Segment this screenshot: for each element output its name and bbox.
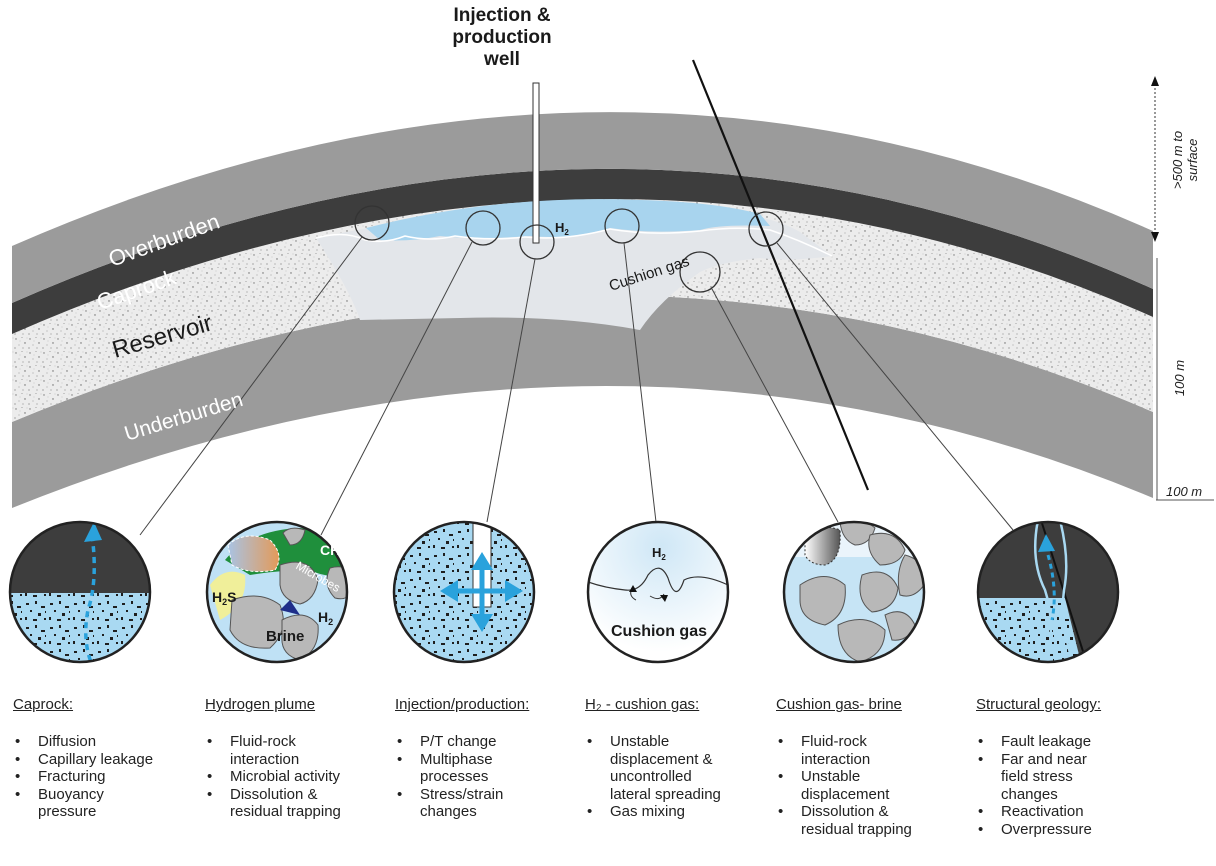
panel-title-cushion-brine: Cushion gas- brine — [776, 696, 902, 713]
panel-item: Multiphase processes — [395, 751, 503, 786]
mixing-arrow-right-icon — [660, 595, 668, 602]
panel-title-injection: Injection/production: — [395, 696, 530, 713]
panel-item: Unstable displacement — [776, 768, 912, 803]
zoom-circle-well — [519, 224, 555, 260]
leader-line-h2-cushion — [623, 242, 657, 523]
overburden-layer — [12, 112, 1153, 303]
circle-border-fault — [976, 520, 1120, 664]
caprock-layer — [12, 168, 1153, 334]
surface-arrow-up-head — [1151, 76, 1159, 86]
leader-line-fault — [776, 242, 1014, 531]
panel-title-h2-cushion: H₂ - cushion gas: — [585, 696, 700, 713]
panel-item: Capillary leakage — [13, 751, 153, 769]
brine-label: Brine — [266, 628, 304, 645]
flow-arrow-down — [471, 614, 493, 632]
circle-border-cushion-brine — [782, 520, 926, 664]
circle-border-plume — [205, 520, 349, 664]
panel-item: P/T change — [395, 733, 503, 751]
circle-border-well — [392, 520, 536, 664]
panel-list-plume: Fluid-rock interaction Microbial activit… — [205, 733, 341, 821]
panel-item: Overpressure — [976, 821, 1092, 839]
panel-list-structural: Fault leakage Far and near field stress … — [976, 733, 1092, 838]
panel-title-structural: Structural geology: — [976, 696, 1102, 713]
circle-h2-cushion-detail — [588, 522, 728, 662]
flow-arrow-left — [440, 580, 458, 602]
zoom-circle-h2-cushion — [604, 208, 640, 244]
surface-arrow-down-head — [1151, 232, 1159, 242]
circle-plume-detail — [207, 522, 347, 662]
panel-item: Stress/strain changes — [395, 786, 503, 821]
panel-list-h2-cushion: Unstable displacement & uncontrolled lat… — [585, 733, 721, 821]
h2-section-label: H2 — [555, 220, 569, 237]
cushion-gas-circle-label: Cushion gas — [611, 623, 707, 640]
leader-line-cushion-brine — [711, 288, 839, 523]
panel-list-injection: P/T change Multiphase processes Stress/s… — [395, 733, 503, 821]
well-caption-line-3: well — [484, 49, 520, 70]
circle-border-caprock — [8, 520, 152, 664]
panel-item: Microbial activity — [205, 768, 341, 786]
circle-caprock-detail — [10, 522, 150, 662]
well-caption: Injection & production well — [422, 5, 582, 71]
flow-arrow-up — [471, 552, 493, 570]
reservoir-layer — [12, 199, 1153, 422]
fault-leak-arrow — [1038, 534, 1055, 552]
circle-cushion-brine-detail — [784, 522, 924, 662]
mixing-arrow-left-icon — [629, 585, 637, 592]
zoom-circle-caprock — [354, 205, 390, 241]
h2-cushion-circle-label: H2 — [652, 545, 666, 562]
horizontal-scale-label: 100 m — [1166, 484, 1202, 499]
panel-item: Dissolution & residual trapping — [776, 803, 912, 838]
leader-line-caprock — [139, 236, 363, 536]
panel-list-cushion-brine: Fluid-rock interaction Unstable displace… — [776, 733, 912, 838]
ch4-label: CH4 — [320, 542, 345, 560]
vertical-scale-label: 100 m — [1172, 360, 1187, 396]
panel-item: Dissolution & residual trapping — [205, 786, 341, 821]
flow-arrow-right — [505, 580, 523, 602]
zoom-circle-fault — [748, 211, 784, 247]
panel-item: Fluid-rock interaction — [205, 733, 341, 768]
well-caption-line-2: production — [452, 27, 552, 48]
surface-depth-label: >500 m tosurface — [1170, 131, 1200, 189]
panel-item: Unstable displacement & uncontrolled lat… — [585, 733, 721, 803]
panel-item: Gas mixing — [585, 803, 721, 821]
panel-item: Reactivation — [976, 803, 1092, 821]
underburden-layer — [12, 295, 1153, 508]
h2s-label: H2S — [212, 589, 236, 607]
zoom-circle-plume — [465, 210, 501, 246]
leader-line-well — [486, 258, 536, 523]
panel-title-plume: Hydrogen plume — [205, 696, 316, 713]
panel-item: Fluid-rock interaction — [776, 733, 912, 768]
panel-item: Fault leakage — [976, 733, 1092, 751]
panel-item: Fracturing — [13, 768, 153, 786]
hydrogen-plume — [366, 199, 770, 241]
panel-item: Buoyancy pressure — [13, 786, 153, 821]
injection-well — [532, 82, 540, 244]
circle-border-h2-cushion — [586, 520, 730, 664]
zoom-circle-cushion-brine — [679, 251, 721, 293]
fault-line — [691, 59, 870, 491]
leader-line-plume — [320, 241, 473, 536]
panel-title-caprock: Caprock: — [13, 696, 74, 713]
panel-list-caprock: Diffusion Capillary leakage Fracturing B… — [13, 733, 153, 821]
panel-item: Diffusion — [13, 733, 153, 751]
circle-fault-detail — [978, 522, 1118, 662]
panel-item: Far and near field stress changes — [976, 751, 1092, 804]
well-caption-line-1: Injection & — [453, 5, 551, 26]
caprock-leak-arrow — [84, 522, 102, 542]
h2-plume-label: H2 — [318, 609, 333, 627]
